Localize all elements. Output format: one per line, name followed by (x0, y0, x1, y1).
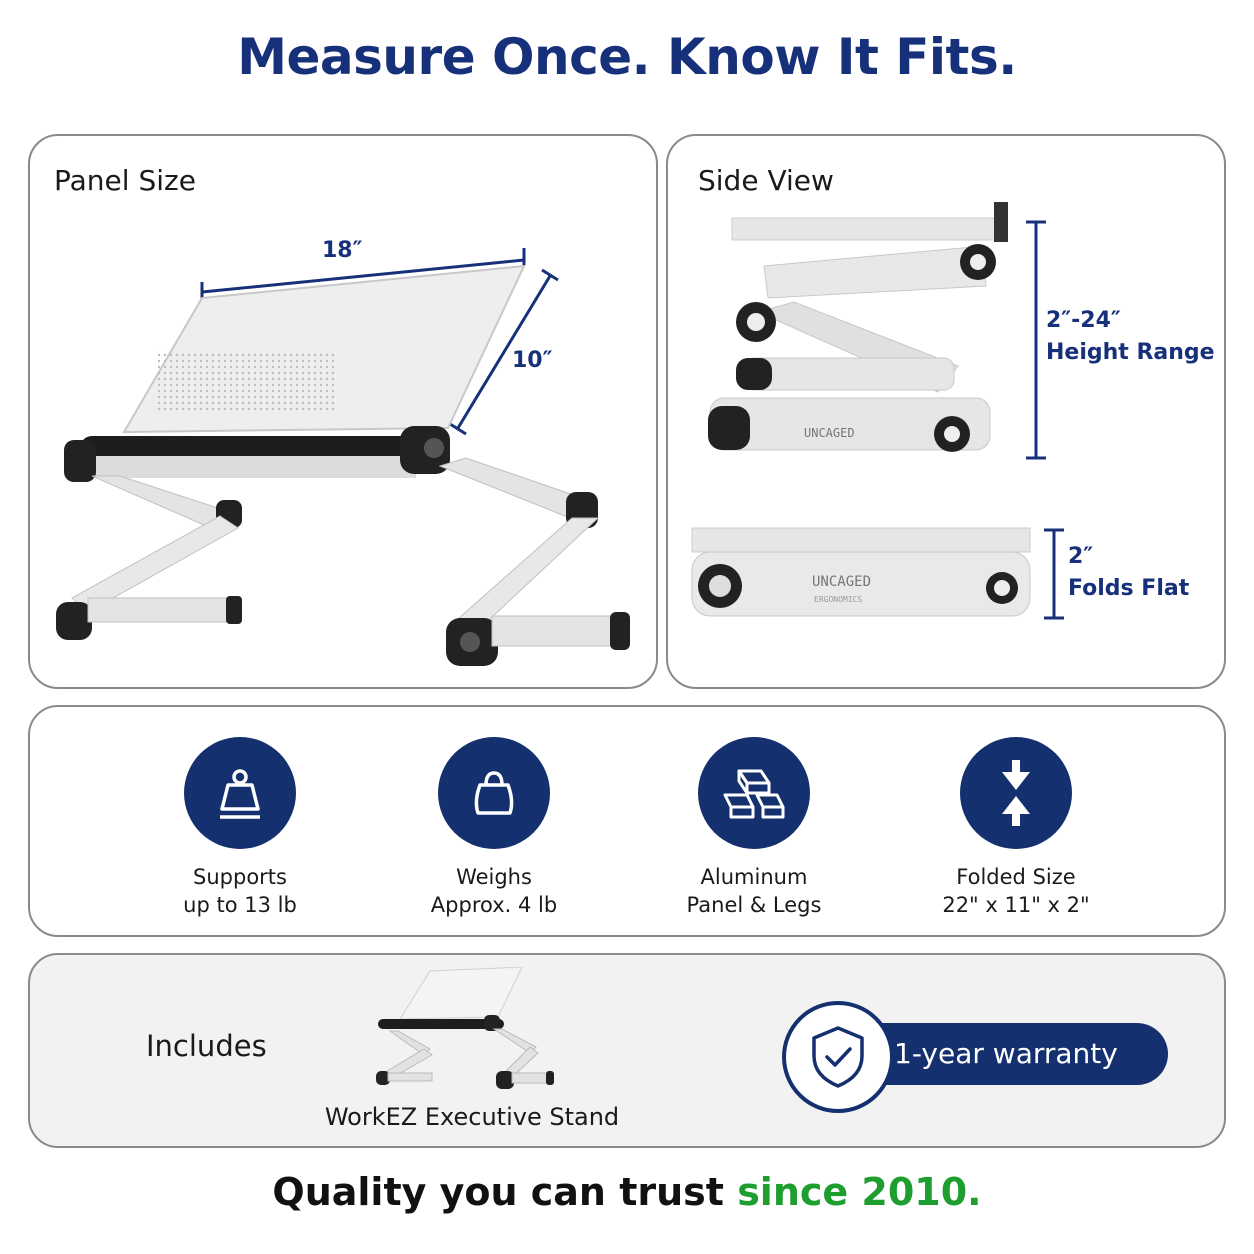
footer-text: Quality you can trust (272, 1170, 738, 1214)
brand-mark-expanded: UNCAGED (804, 426, 855, 440)
feature-supports: Supports up to 13 lb (120, 737, 360, 919)
included-stand-image (376, 967, 554, 1089)
feature-weighs-line2: Approx. 4 lb (430, 893, 558, 917)
folded-height-value: 2″ (1068, 544, 1094, 569)
footer-tagline: Quality you can trust since 2010. (0, 1170, 1254, 1214)
height-dimension-line (1026, 220, 1046, 460)
feature-folded-line1: Folded Size (956, 865, 1076, 889)
shield-check-icon (782, 1001, 894, 1113)
aluminum-bars-icon (698, 737, 810, 849)
includes-card: Includes WorkEZ Executive Stand 1-year w… (28, 953, 1226, 1148)
feature-supports-line1: Supports (193, 865, 287, 889)
height-range-value: 2″-24″ (1046, 308, 1121, 333)
feature-folded-size: Folded Size 22" x 11" x 2" (896, 737, 1136, 919)
depth-dimension-line (449, 268, 559, 436)
brand-sub-folded: ERGONOMICS (814, 595, 862, 604)
folds-flat-caption: Folds Flat (1068, 576, 1190, 601)
features-card: Supports up to 13 lb Weighs Approx. 4 lb (28, 705, 1226, 937)
includes-label: Includes (146, 1029, 267, 1063)
included-product-name: WorkEZ Executive Stand (324, 1103, 620, 1131)
feature-weighs: Weighs Approx. 4 lb (374, 737, 614, 919)
feature-aluminum-line1: Aluminum (700, 865, 808, 889)
folded-dimension-line (1044, 528, 1064, 620)
brand-mark-folded: UNCAGED (812, 574, 871, 590)
panel-size-title: Panel Size (54, 164, 196, 197)
warranty-pill (842, 1023, 1168, 1085)
side-view-image: UNCAGED UNCAGED ERGONOMICS (691, 202, 1064, 620)
feature-supports-line2: up to 13 lb (183, 893, 297, 917)
compress-arrows-icon (960, 737, 1072, 849)
warranty-text: 1-year warranty (894, 1037, 1118, 1070)
weight-icon (184, 737, 296, 849)
page-headline: Measure Once. Know It Fits. (237, 28, 1017, 86)
feature-aluminum: Aluminum Panel & Legs (634, 737, 874, 919)
panel-width-label: 18″ (322, 238, 363, 263)
height-range-caption: Height Range (1046, 340, 1215, 365)
side-view-card: Side View UNCAGED UNCAGED E (666, 134, 1226, 689)
panel-size-card: Panel Size 18″ 10″ (28, 134, 658, 689)
side-view-title: Side View (698, 164, 834, 197)
panel-depth-label: 10″ (512, 348, 553, 373)
laptop-stand-image (56, 248, 630, 666)
footer-accent: since 2010. (737, 1170, 982, 1214)
warranty-badge-group: 1-year warranty (782, 1001, 1168, 1113)
weight-bag-icon (438, 737, 550, 849)
feature-weighs-line1: Weighs (456, 865, 532, 889)
feature-folded-line2: 22" x 11" x 2" (942, 893, 1090, 917)
feature-aluminum-line2: Panel & Legs (686, 893, 822, 917)
